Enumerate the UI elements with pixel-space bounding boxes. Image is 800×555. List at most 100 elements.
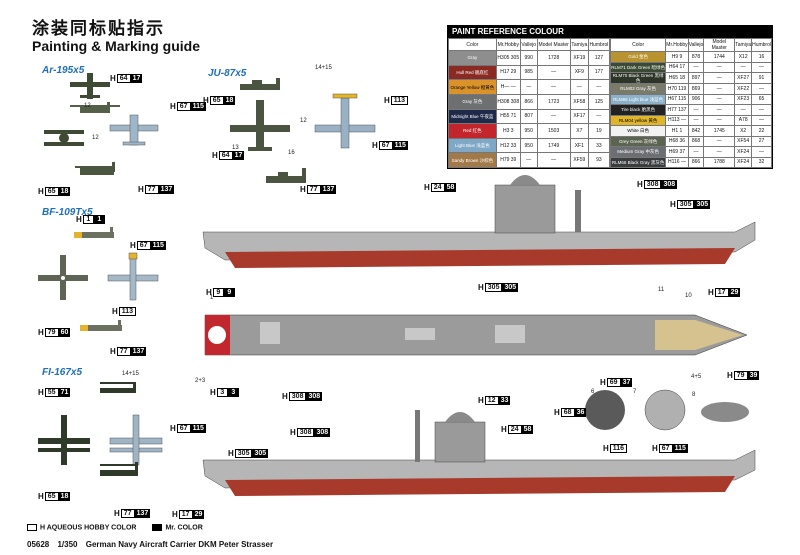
tamiya-code: XF17	[569, 108, 589, 125]
fi167-side-view	[100, 382, 136, 393]
color-swatch: RLM65 Light blue 浅蓝色	[609, 93, 667, 105]
mr-hobby-code: H1 1	[665, 125, 689, 137]
mm-code: 1788	[703, 156, 736, 168]
color-swatch: RLM71 Dark Green 暗绿色	[609, 61, 667, 73]
mr-hobby-code: H67 115	[665, 93, 689, 105]
mr-hobby-code: H116 —	[665, 156, 689, 168]
ar195-top-view	[70, 73, 110, 99]
color-swatch: Hull Red 舰底红	[448, 64, 497, 81]
color-swatch: Sandy Brown 沙棕色	[448, 152, 497, 168]
mr-hobby-code: H308 308	[495, 93, 521, 110]
callout-6: 6	[591, 389, 595, 395]
column-header: Humbrol	[751, 38, 772, 52]
color-swatch: Light Blue 浅蓝色	[448, 137, 497, 154]
tamiya-code: XF23	[734, 93, 753, 105]
mr-hobby-code: H55 71	[495, 108, 521, 125]
paint-table-title: PAINT REFERENCE COLOUR	[448, 26, 772, 38]
mm-code: —	[703, 104, 736, 116]
mm-code: —	[703, 146, 736, 158]
kit-caption: 05628 1/350 German Navy Aircraft Carrier…	[27, 540, 279, 549]
mm-code: —	[536, 152, 571, 168]
section-label-ju87: JU-87x5	[208, 68, 247, 79]
vallejo-code: 990	[519, 50, 538, 66]
mr-hobby-code: H12 33	[495, 137, 521, 154]
mm-code: —	[703, 61, 736, 73]
mr-hobby-code: H69 37	[665, 146, 689, 158]
tamiya-code: A78	[734, 114, 753, 126]
humbrol-code: 32	[751, 156, 772, 168]
ar195-side-view	[70, 102, 120, 113]
column-header: Mr.Hobby	[495, 38, 521, 51]
mm-code: —	[703, 83, 736, 95]
callout-12-c: 12	[300, 118, 307, 124]
ar195-side-view-2	[75, 162, 115, 175]
callout-12-b: 12	[92, 135, 99, 141]
tamiya-code: XF22	[734, 83, 753, 95]
color-swatch: Grey Green 灰绿色	[609, 135, 667, 147]
mm-code: —	[536, 108, 571, 125]
mm-code: —	[703, 93, 736, 105]
paint-table-right: Color Mr.Hobby Vallejo Model Master Tami…	[609, 38, 772, 168]
tamiya-code: XF19	[569, 50, 589, 66]
ship-detail-discs	[585, 389, 749, 431]
kit-name: German Navy Aircraft Carrier DKM Peter S…	[85, 540, 274, 549]
mm-code: 1745	[703, 125, 736, 137]
color-swatch: Gray 灰色	[448, 93, 497, 110]
tamiya-code: XF58	[569, 93, 589, 110]
humbrol-code: 125	[587, 93, 611, 110]
mm-code: 1744	[703, 51, 736, 63]
legend-aqueous: H AQUEOUS HOBBY COLOR	[27, 524, 136, 531]
column-header: Color	[448, 38, 497, 51]
tamiya-code: X2	[734, 125, 753, 137]
vallejo-code: 878	[687, 51, 705, 63]
tamiya-code: XF27	[734, 72, 753, 84]
callout-1: 1	[210, 295, 214, 301]
vallejo-code: 950	[519, 137, 538, 154]
callout-14-15: 14+15	[315, 65, 332, 71]
mm-code: 1723	[536, 93, 571, 110]
mr-hobby-code: H79 39	[495, 152, 521, 168]
legend-mr-color: Mr. COLOR	[152, 524, 203, 531]
fi167-bottom-view	[109, 414, 163, 466]
color-swatch: Orange Yellow 橙黄色	[448, 79, 497, 95]
mm-code: 1749	[536, 137, 571, 154]
mr-hobby-code: H77 137	[665, 104, 689, 116]
legend-mr-color-box	[152, 524, 163, 531]
section-label-fi167: FI-167x5	[42, 367, 83, 378]
mr-hobby-code: H305 305	[495, 50, 521, 66]
vallejo-code: —	[519, 152, 538, 168]
tamiya-code: XF9	[569, 64, 589, 81]
vallejo-code: —	[687, 146, 705, 158]
ju87-top-view	[230, 100, 290, 151]
mr-hobby-code: H68 36	[665, 135, 689, 147]
humbrol-code: 22	[751, 125, 772, 137]
color-swatch: Gold 金色	[609, 51, 667, 63]
color-swatch: RLM02 Gray 灰色	[609, 83, 667, 95]
legend-aqueous-box	[27, 524, 37, 531]
page-title-chinese: 涂装同标贴指示	[32, 19, 165, 38]
vallejo-code: 868	[687, 135, 705, 147]
vallejo-code: —	[687, 104, 705, 116]
humbrol-code: 65	[751, 93, 772, 105]
